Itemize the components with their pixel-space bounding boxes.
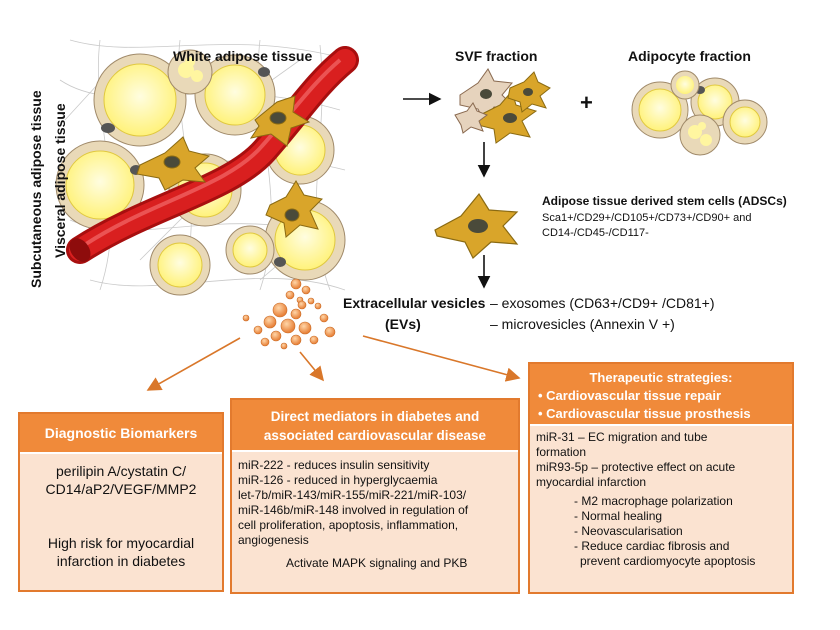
therapeutic-effect: - Reduce cardiac fibrosis and [574,539,730,553]
ev-title: Extracellular vesicles [343,295,486,311]
mediator-line: let-7b/miR-143/miR-155/miR-221/miR-103/ [238,488,467,502]
therapeutic-line: formation [536,445,587,459]
therapeutic-line: miR93-5p – protective effect on acute [536,460,736,474]
adsc-cell [434,192,519,259]
mediator-line: miR-146b/miR-148 involved in regulation … [238,503,469,517]
ev-microvesicles: – microvesicles (Annexin V +) [490,316,675,332]
diagnostic-panel: Diagnostic Biomarkers perilipin A/cystat… [18,412,224,592]
ev-cluster [242,300,336,350]
diagnostic-body: perilipin A/cystatin C/ CD14/aP2/VEGF/MM… [20,454,222,590]
adipocyte-cell [167,49,213,95]
mediators-header-line-1: Direct mediators in diabetes and [270,409,480,424]
therapeutic-line: myocardial infarction [536,475,647,489]
adipocyte-cell [194,54,276,136]
adscs-markers-line-2: CD14-/CD45-/CD117- [542,227,649,239]
diagnostic-outcome-line-1: High risk for myocardial [47,535,195,551]
white-adipose-label: White adipose tissue [173,48,313,64]
therapeutic-header: Therapeutic strategies: • Cardiovascular… [530,364,792,426]
adipocyte-cell [225,225,275,275]
ev-exosomes: – exosomes (CD63+/CD9+ /CD81+) [490,295,715,311]
therapeutic-effect: - M2 macrophage polarization [574,494,733,508]
therapeutic-panel: Therapeutic strategies: • Cardiovascular… [528,362,794,594]
adipocyte-cell [55,140,145,230]
svf-cells [454,68,551,144]
adscs-title: Adipose tissue derived stem cells (ADSCs… [542,194,787,208]
therapeutic-effect: - Neovascularisation [574,524,683,538]
adipocyte-cell [149,234,211,296]
diagnostic-markers-line-1: perilipin A/cystatin C/ [56,463,186,479]
adscs-markers-line-1: Sca1+/CD29+/CD105+/CD73+/CD90+ and [542,212,752,224]
therapeutic-header-title: Therapeutic strategies: [589,370,733,385]
plus-sign: + [580,90,593,115]
tissue-stem-cells [136,95,323,238]
subcutaneous-label: Subcutaneous adipose tissue [28,90,44,288]
therapeutic-effects: - M2 macrophage polarization - Normal he… [536,494,786,569]
mediator-line: cell proliferation, apoptosis, inflammat… [238,518,459,532]
diagnostic-markers-line-2: CD14/aP2/VEGF/MMP2 [45,481,197,497]
mediators-header-line-2: associated cardiovascular disease [263,428,487,443]
adipocyte-fraction-label: Adipocyte fraction [628,48,751,64]
diagnostic-header: Diagnostic Biomarkers [20,414,222,454]
therapeutic-line: miR-31 – EC migration and tube [536,430,708,444]
adipocyte-cell [631,81,689,139]
mediators-panel: Direct mediators in diabetes and associa… [230,398,520,594]
visceral-label: Visceral adipose tissue [52,103,68,258]
mediator-line: miR-222 - reduces insulin sensitivity [238,458,430,472]
therapeutic-effect: prevent cardiomyocyte apoptosis [580,554,756,568]
blood-vessel [66,46,359,264]
therapeutic-bullet-1: • Cardiovascular tissue repair [538,388,722,403]
mediator-line: miR-126 - reduced in hyperglycaemia [238,473,438,487]
mediators-activate: Activate MAPK signaling and PKB [286,556,468,570]
mediator-line: angiogenesis [238,533,309,547]
ev-abbreviation: (EVs) [385,316,421,332]
vesicle-budding [285,278,315,305]
adipocyte-fraction-cells [631,70,768,156]
adipocyte-cell [679,114,721,156]
diagnostic-outcome-line-2: infarction in diabetes [56,553,186,569]
adipocyte-cell [93,53,187,147]
mediators-header: Direct mediators in diabetes and associa… [232,400,518,452]
svf-label: SVF fraction [455,48,538,64]
therapeutic-bullet-2: • Cardiovascular tissue prosthesis [538,406,751,421]
mediators-body: miR-222 - reduces insulin sensitivity mi… [232,452,518,592]
therapeutic-effect: - Normal healing [574,509,663,523]
adipocyte-cluster [55,49,346,296]
adipocyte-cell [670,70,700,100]
adipocyte-cell [722,99,768,145]
therapeutic-body: miR-31 – EC migration and tube formation… [530,426,792,592]
